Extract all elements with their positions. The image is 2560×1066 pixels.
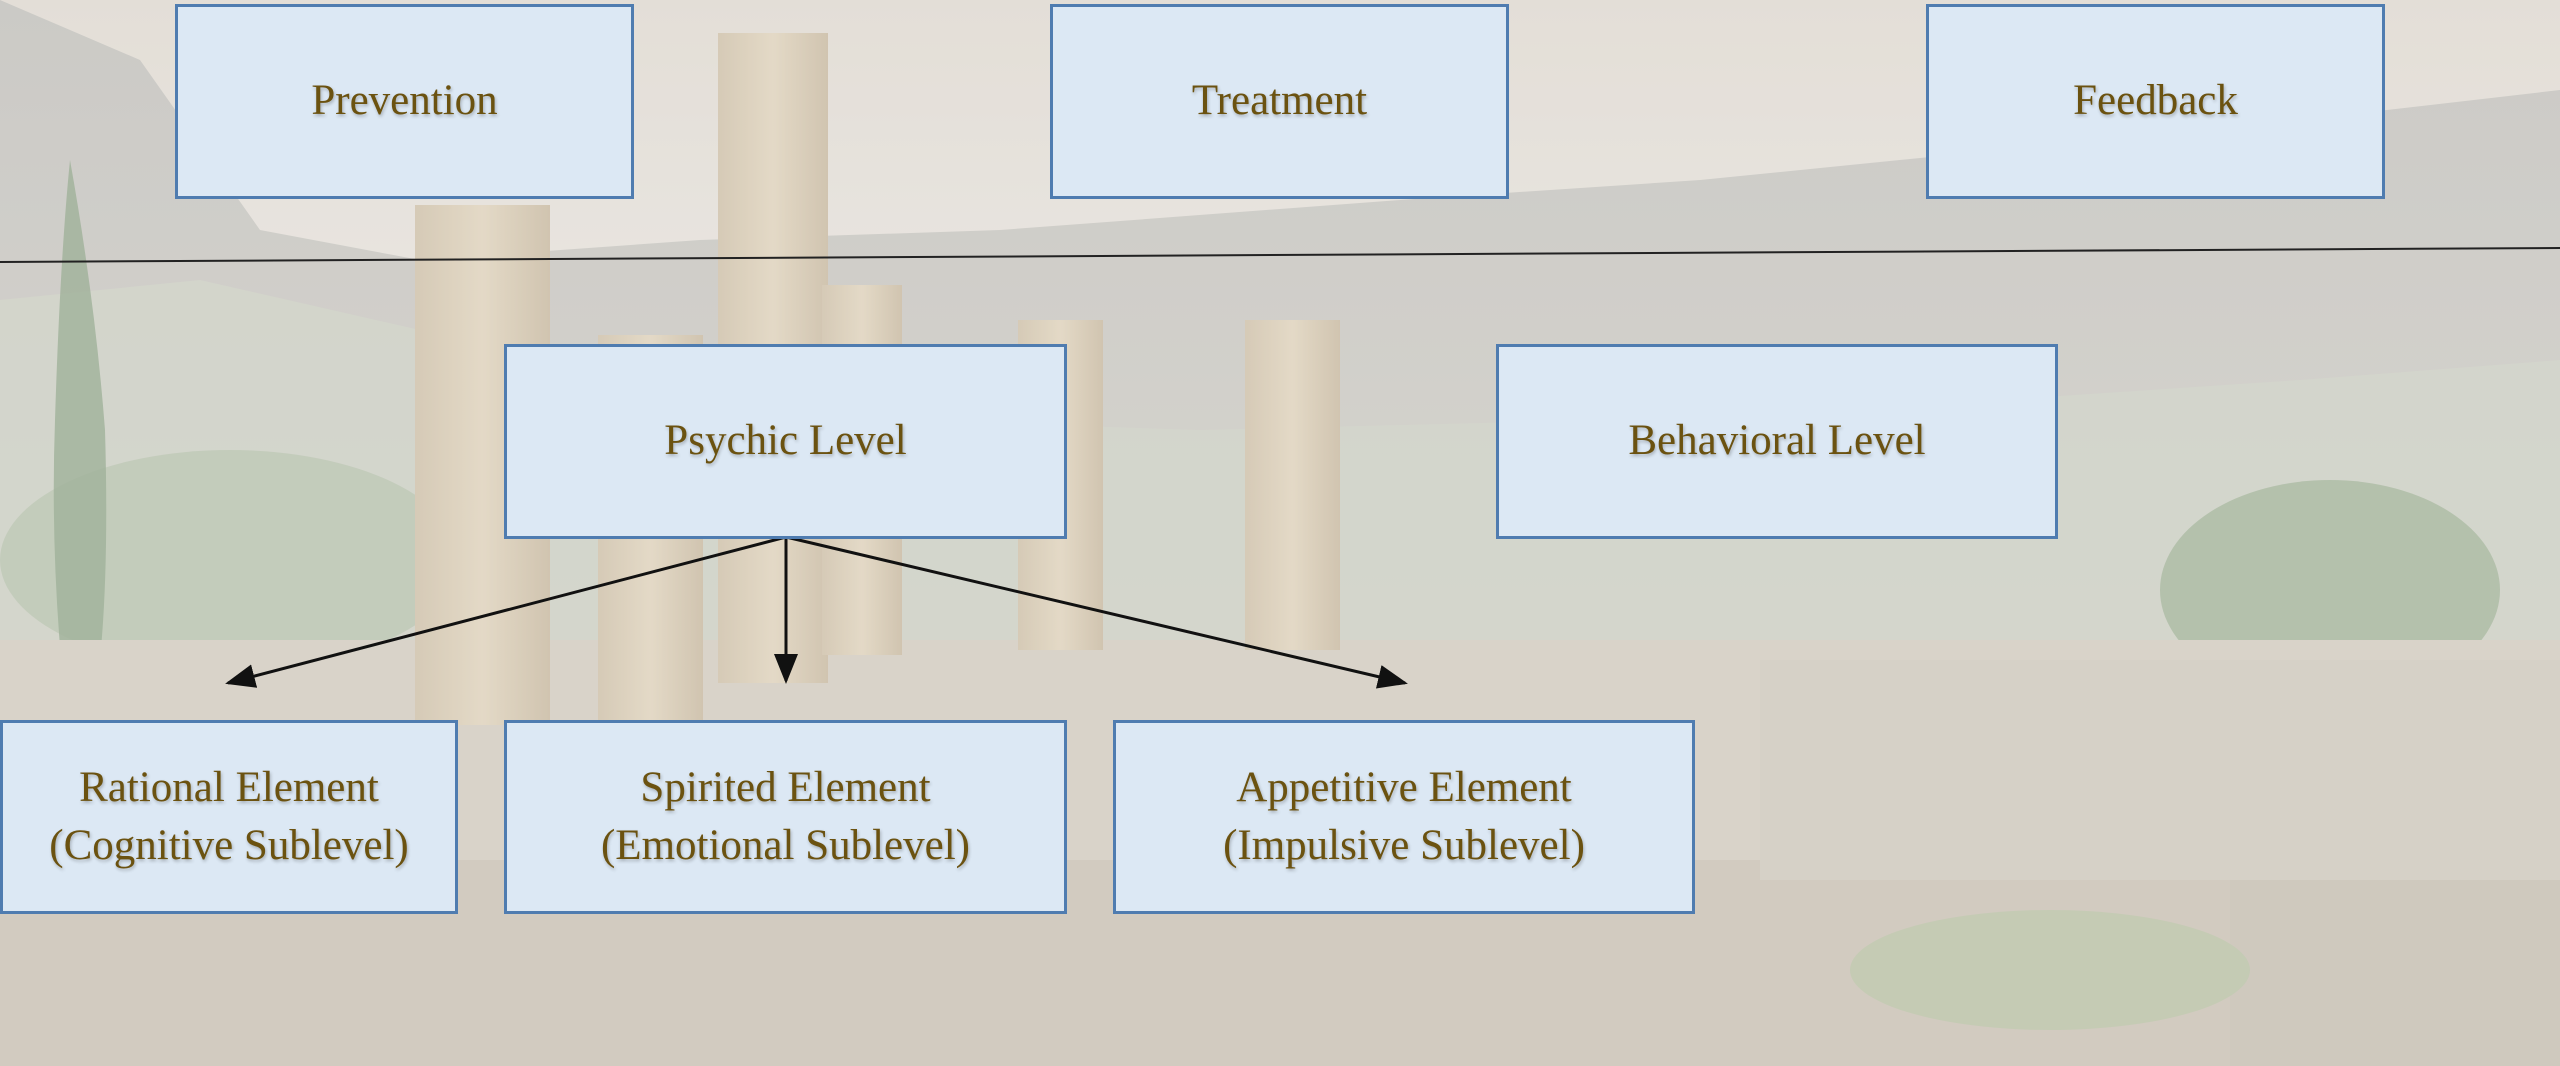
psychic-level-box: Psychic Level (504, 344, 1067, 539)
divider-line (0, 247, 2560, 263)
treatment-box: Treatment (1050, 4, 1509, 199)
feedback-box: Feedback (1926, 4, 2385, 199)
appetitive-element-title: Appetitive Element (1236, 763, 1572, 811)
appetitive-element-sublevel: (Impulsive Sublevel) (1223, 822, 1585, 869)
spirited-element-box: Spirited Element (Emotional Sublevel) (504, 720, 1067, 914)
feedback-label: Feedback (2073, 77, 2238, 125)
rational-element-title: Rational Element (79, 763, 379, 811)
prevention-box: Prevention (175, 4, 634, 199)
psychic-level-label: Psychic Level (664, 417, 907, 465)
appetitive-element-box: Appetitive Element (Impulsive Sublevel) (1113, 720, 1695, 914)
prevention-label: Prevention (311, 77, 498, 125)
spirited-element-sublevel: (Emotional Sublevel) (600, 822, 970, 869)
behavioral-level-label: Behavioral Level (1628, 417, 1926, 465)
arrow-to-appetitive (785, 535, 1408, 689)
treatment-label: Treatment (1191, 77, 1368, 125)
rational-element-box: Rational Element (Cognitive Sublevel) (0, 720, 458, 914)
behavioral-level-box: Behavioral Level (1496, 344, 2058, 539)
arrow-to-rational (225, 535, 787, 688)
spirited-element-title: Spirited Element (640, 763, 931, 811)
rational-element-sublevel: (Cognitive Sublevel) (49, 822, 409, 869)
